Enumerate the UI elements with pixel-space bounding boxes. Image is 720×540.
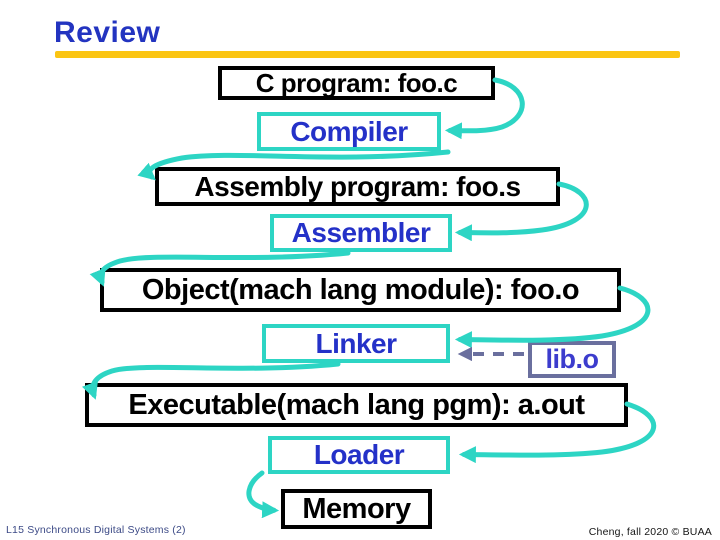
page-title: Review <box>54 16 161 49</box>
box-loader: Loader <box>268 436 450 474</box>
box-object-module: Object(mach lang module): foo.o <box>100 268 621 312</box>
box-assembler: Assembler <box>270 214 452 252</box>
box-linker: Linker <box>262 324 450 363</box>
title-underline <box>55 51 680 58</box>
box-executable: Executable(mach lang pgm): a.out <box>85 383 628 427</box>
box-assembly-program: Assembly program: foo.s <box>155 167 560 206</box>
box-compiler: Compiler <box>257 112 441 151</box>
footer-course-label: L15 Synchronous Digital Systems (2) <box>6 524 186 536</box>
box-c-program: C program: foo.c <box>218 66 495 100</box>
box-memory: Memory <box>281 489 432 529</box>
arrow-loader-to-memory <box>246 470 280 519</box>
box-lib-o: lib.o <box>528 341 616 378</box>
footer-credit-label: Cheng, fall 2020 © BUAA <box>588 526 712 538</box>
